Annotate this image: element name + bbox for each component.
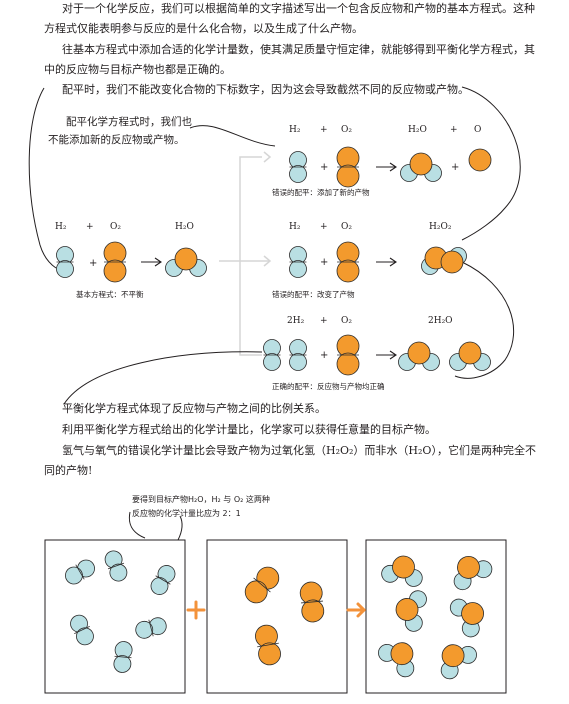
curve-note-to-box2: [177, 515, 183, 541]
box1-h2-1: [61, 556, 99, 588]
correct-h2-molecule-2: [289, 339, 307, 371]
paragraph-6-line-1: 氢气与氧气的错误化学计量比会导致产物为过氧化氢（H₂O₂）而非水（H₂O），它们…: [62, 444, 536, 457]
wrong-change-h2-molecule: [289, 246, 307, 278]
callout-left-line-1: 配平化学方程式时，我们也: [66, 116, 192, 128]
box3-h2o-6: [429, 633, 481, 683]
paragraph-1-line-2: 方程式仅能表明参与反应的是什么化合物，以及生成了什么产物。: [44, 22, 363, 35]
curve-right-down: [454, 261, 514, 379]
curve-note-to-box1: [128, 511, 146, 539]
paragraph-4-line-1: 平衡化学方程式体现了反应物与产物之间的比例关系。: [62, 402, 326, 415]
wrong-add-plus: +: [320, 125, 328, 135]
box2-o2-1: [240, 562, 284, 608]
basic-product-1: H₂O: [175, 222, 194, 232]
correct-reactant-2: O₂: [341, 316, 352, 326]
wrong-add-plus-2: +: [450, 125, 458, 135]
wrong-add-arrow-icon: [375, 162, 397, 172]
bottom-note-line-1: 要得到目标产物H₂O，H₂ 与 O₂ 这两种: [132, 495, 270, 504]
curve-paragraph-to-basic: [28, 87, 57, 269]
correct-caption: 正确的配平：反应物与产物均正确: [272, 382, 385, 391]
box3-h2o-4: [446, 589, 493, 641]
box1-h2-2: [102, 548, 130, 584]
wrong-add-reactant-2: O₂: [341, 125, 352, 135]
wrong-change-plus: +: [320, 222, 328, 232]
curve-top-right: [461, 86, 521, 241]
paragraph-2-line-1: 往基本方程式中添加合适的化学计量数，使其满足质量守恒定律，就能够得到平衡化学方程…: [62, 43, 535, 56]
box1-h2-5: [133, 615, 169, 641]
box1-h2-4: [67, 611, 97, 649]
svg-text:+: +: [320, 162, 328, 173]
wrong-change-product-1: H₂O₂: [429, 222, 452, 232]
paragraph-1-line-1: 对于一个化学反应，我们可以根据简单的文字描述写出一个包含反应物和产物的基本方程式…: [62, 2, 535, 15]
wrong-add-o-atom: [468, 148, 492, 172]
paragraph-3-line-1: 配平时，我们不能改变化合物的下标数字，因为这会导致截然不同的反应物或产物。: [62, 83, 469, 96]
box1-h2-3: [147, 561, 179, 599]
basic-reactant-2: O₂: [110, 222, 121, 232]
wrong-add-reactant-1: H₂: [289, 125, 301, 135]
wrong-add-product-2: O: [474, 125, 482, 135]
correct-h2-molecule-1: [263, 339, 281, 371]
svg-text:+: +: [320, 257, 328, 268]
basic-arrow-icon: [140, 257, 162, 267]
wrong-add-caption: 错误的配平：添加了新的产物: [272, 188, 370, 197]
callout-left-line-2: 不能添加新的反应物或产物。: [48, 134, 185, 146]
curve-callout-to-wrong-add: [189, 125, 276, 147]
box-oxygen: [206, 539, 348, 694]
box3-h2o-2: [444, 547, 496, 594]
paragraph-2-line-2: 中的反应物与目标产物也都是正确的。: [44, 63, 231, 76]
basic-h2o-molecule: [165, 247, 207, 277]
wrong-change-o2-molecule: [336, 241, 360, 283]
wrong-add-o2-molecule: [336, 146, 360, 188]
basic-reactant-1: H₂: [55, 222, 67, 232]
basic-caption: 基本方程式：不平衡: [76, 290, 144, 299]
correct-h2o-molecule-2: [449, 341, 491, 371]
box-hydrogen: [44, 539, 186, 694]
paragraph-6-line-2: 同的产物!: [44, 464, 93, 477]
box-plus-icon: [186, 600, 206, 620]
bottom-note-line-2: 反应物的化学计量比应为 2：1: [132, 509, 241, 518]
basic-plus-sign: +: [89, 258, 97, 269]
correct-product-1: 2H₂O: [428, 316, 453, 326]
curve-balanced-to-text: [63, 351, 263, 405]
correct-o2-molecule: [336, 334, 360, 376]
wrong-change-caption: 错误的配平：改变了产物: [272, 290, 355, 299]
basic-plus: +: [86, 222, 94, 232]
svg-text:+: +: [451, 162, 459, 173]
box3-h2o-5: [374, 631, 426, 681]
wrong-change-reactant-2: O₂: [341, 222, 352, 232]
correct-h2o-molecule-1: [398, 341, 440, 371]
box-arrow-icon: [346, 602, 367, 618]
wrong-change-arrow-icon: [375, 257, 397, 267]
correct-reactant-1: 2H₂: [287, 316, 305, 326]
wrong-change-h2o2-molecule: [421, 246, 467, 275]
gray-bracket: [219, 151, 272, 361]
paragraph-5-line-1: 利用平衡化学方程式给出的化学计量比，化学家可以获得任意量的目标产物。: [62, 423, 436, 436]
wrong-add-h2-molecule: [289, 151, 307, 183]
basic-h2-molecule: [56, 246, 74, 278]
box-water: [365, 539, 507, 694]
box2-o2-2: [298, 580, 326, 624]
basic-o2-molecule: [103, 241, 127, 283]
correct-plus: +: [320, 316, 328, 326]
box1-h2-6: [112, 640, 134, 674]
wrong-add-h2o-molecule: [400, 152, 442, 182]
box3-h2o-1: [379, 552, 427, 589]
wrong-add-product-1: H₂O: [408, 125, 427, 135]
box2-o2-3: [253, 622, 283, 668]
wrong-change-reactant-1: H₂: [289, 222, 301, 232]
correct-arrow-icon: [375, 350, 397, 360]
box3-h2o-3: [392, 586, 429, 634]
svg-text:+: +: [320, 350, 328, 361]
